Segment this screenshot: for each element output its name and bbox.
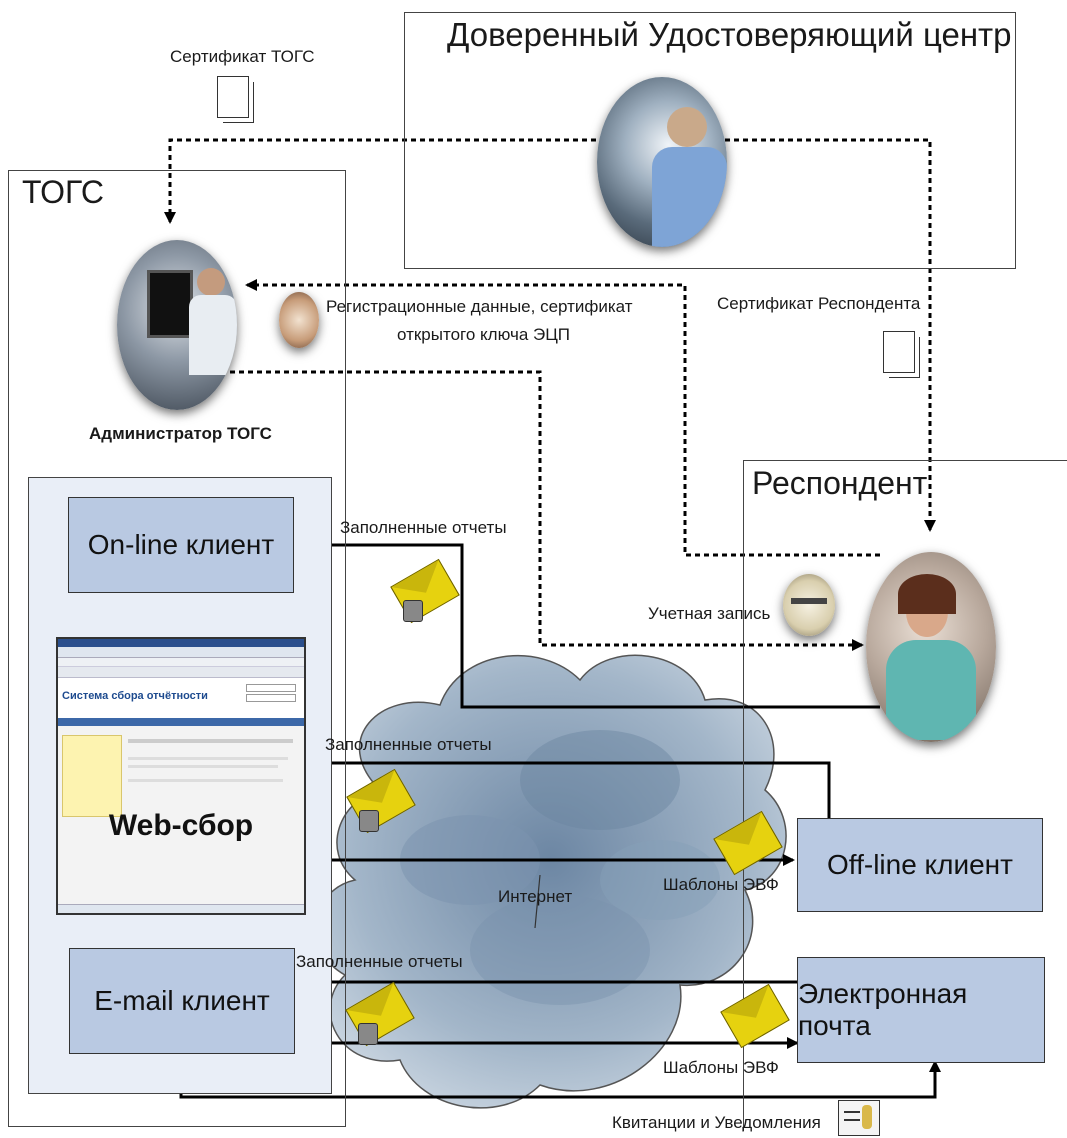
web-collection-screenshot[interactable]: Система сбора отчётности Web-сбор [56,637,306,915]
togs-frame [8,170,346,1127]
site-header: Система сбора отчётности [58,678,304,718]
browser-menubar [58,658,304,667]
flow-cert-togs [164,138,605,224]
lock-icon [358,1023,378,1045]
label-filled-reports-3: Заполненные отчеты [296,952,463,971]
online-client-box[interactable]: On-line клиент [68,497,294,593]
label-receipts: Квитанции и Уведомления [612,1113,821,1132]
respondent-title: Респондент [752,465,928,501]
registration-data-icon [279,292,319,348]
site-title: Система сбора отчётности [62,690,208,702]
label-reg-data-line2: открытого ключа ЭЦП [397,325,571,344]
browser-titlebar [58,639,304,647]
trusted-ca-title: Доверенный Удостоверяющий центр [447,16,1012,53]
email-label: Электронная почта [798,978,968,1041]
browser-address-bar [58,647,304,658]
offline-client-label: Off-line клиент [827,849,1013,880]
flow-filled-reports-offline [302,757,831,818]
admin-avatar [117,240,237,410]
flow-filled-reports-online [290,539,880,709]
browser-tabs [58,667,304,678]
internet-cloud [315,654,787,1109]
email-client-box[interactable]: E-mail клиент [69,948,295,1054]
ca-operator-avatar [597,77,727,247]
lock-icon [403,600,423,622]
flow-account [230,370,864,651]
label-filled-reports-2: Заполненные отчеты [325,735,492,754]
receipt-icon [838,1100,880,1136]
label-account: Учетная запись [648,604,771,623]
label-cert-togs: Сертификат ТОГС [170,47,315,66]
web-collection-caption: Web-сбор [108,809,254,842]
label-templates-1: Шаблоны ЭВФ [663,875,779,894]
flow-registration-data [245,279,880,557]
offline-client-box[interactable]: Off-line клиент [797,818,1043,912]
label-internet: Интернет [498,887,573,906]
togs-title: ТОГС [22,174,104,210]
trusted-ca-frame [404,12,1016,269]
site-note [62,735,122,817]
label-filled-reports-1: Заполненные отчеты [340,518,507,537]
email-client-label: E-mail клиент [94,985,270,1016]
browser-statusbar [58,904,304,913]
email-box[interactable]: Электронная почта [797,957,1045,1063]
document-icon [883,331,920,378]
label-cert-respondent: Сертификат Респондента [717,294,921,313]
label-templates-2: Шаблоны ЭВФ [663,1058,779,1077]
respondent-avatar [866,552,996,742]
site-nav [58,718,304,726]
online-client-label: On-line клиент [87,529,275,560]
respondent-frame [743,460,1067,1131]
account-card-icon [783,574,835,636]
admin-label: Администратор ТОГС [89,424,272,443]
document-icon [217,76,254,123]
label-reg-data-line1: Регистрационные данные, сертификат [326,297,633,316]
internet-pointer-line [534,874,541,929]
lock-icon [359,810,379,832]
